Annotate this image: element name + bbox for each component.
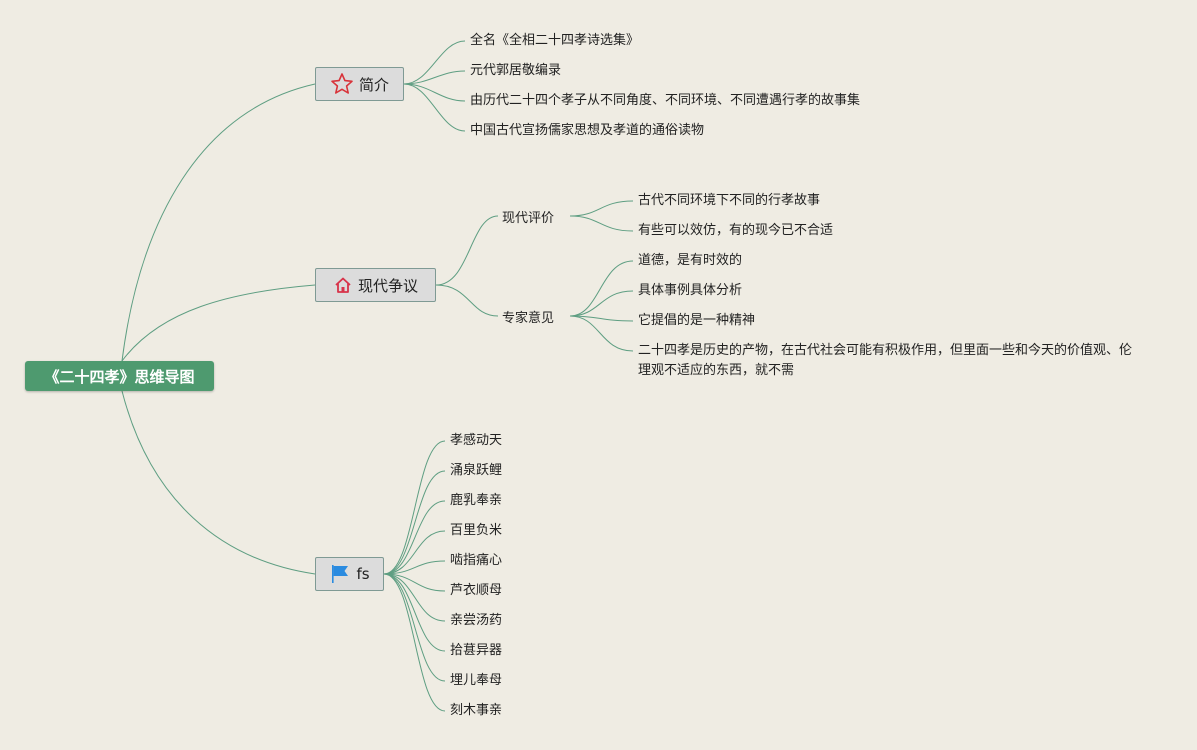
subtopic-evaluation[interactable]: 现代评价 [502, 207, 554, 226]
connector-experts-leaf-2 [569, 290, 634, 317]
subtopic-experts-label: 专家意见 [502, 311, 555, 326]
connector-intro-leaf-4 [403, 83, 466, 132]
branch-debate-label: 现代争议 [357, 276, 418, 295]
connector-experts-leaf-3 [569, 315, 634, 322]
connector-experts-leaf-4 [569, 315, 634, 352]
connector-evaluation-leaf-2 [569, 215, 634, 232]
leaf-intro-2[interactable]: 元代郭居敬编录 [470, 63, 562, 78]
leaf-fs-2[interactable]: 涌泉跃鲤 [450, 463, 503, 478]
leaf-evaluation-1[interactable]: 古代不同环境下不同的行孝故事 [638, 193, 821, 208]
leaf-intro-3[interactable]: 由历代二十四个孝子从不同角度、不同环境、不同遭遇行孝的故事集 [470, 93, 861, 108]
connector-fs-leaf-1 [383, 440, 446, 575]
branch-intro-label: 简介 [358, 75, 389, 94]
connector-fs-leaf-6 [383, 573, 446, 592]
connector-evaluation-leaf-1 [569, 200, 634, 217]
branch-intro[interactable]: 简介 [315, 67, 404, 101]
leaf-fs-4[interactable]: 百里负米 [450, 523, 503, 538]
connector-fs-leaf-10 [383, 573, 446, 712]
leaf-fs-3[interactable]: 鹿乳奉亲 [450, 493, 503, 508]
leaf-experts-4[interactable]: 二十四孝是历史的产物，在古代社会可能有积极作用，但里面一些和今天的价值观、伦理观… [638, 343, 1133, 378]
branch-fs-label: fs [356, 565, 370, 583]
connector-root-debate [121, 284, 316, 362]
leaf-fs-8[interactable]: 拾葚异器 [450, 643, 503, 658]
home-icon [333, 275, 353, 295]
leaf-fs-10[interactable]: 刻木事亲 [450, 703, 503, 718]
connector-fs-leaf-4 [383, 530, 446, 575]
branch-fs[interactable]: fs [315, 557, 384, 591]
connector-fs-leaf-5 [383, 560, 446, 575]
connector-root-intro [121, 83, 316, 362]
root-node[interactable]: 《二十四孝》思维导图 [25, 361, 214, 391]
subtopic-evaluation-label: 现代评价 [502, 211, 555, 226]
leaf-experts-2[interactable]: 具体事例具体分析 [638, 283, 743, 298]
leaf-evaluation-2[interactable]: 有些可以效仿，有的现今已不合适 [638, 223, 834, 238]
connector-experts-leaf-1 [569, 260, 634, 317]
star-icon [330, 72, 354, 96]
leaf-intro-1[interactable]: 全名《全相二十四孝诗选集》 [470, 33, 640, 48]
connector-debate-experts [435, 284, 499, 317]
leaf-experts-3[interactable]: 它提倡的是一种精神 [638, 313, 756, 328]
connector-fs-leaf-7 [383, 573, 446, 622]
flag-icon [329, 563, 351, 585]
leaf-fs-9[interactable]: 埋儿奉母 [450, 673, 503, 688]
connector-fs-leaf-8 [383, 573, 446, 652]
leaf-fs-6[interactable]: 芦衣顺母 [450, 583, 503, 598]
leaf-intro-4[interactable]: 中国古代宣扬儒家思想及孝道的通俗读物 [470, 123, 705, 138]
leaf-experts-1[interactable]: 道德，是有时效的 [638, 253, 743, 268]
connector-fs-leaf-2 [383, 470, 446, 575]
connector-root-fs [121, 390, 316, 575]
connector-intro-leaf-1 [403, 40, 466, 85]
leaf-fs-7[interactable]: 亲尝汤药 [450, 613, 503, 628]
leaf-fs-5[interactable]: 啮指痛心 [450, 553, 503, 568]
leaf-fs-1[interactable]: 孝感动天 [450, 433, 503, 448]
connector-fs-leaf-3 [383, 500, 446, 575]
connector-debate-evaluation [435, 215, 499, 286]
connector-intro-leaf-2 [403, 70, 466, 85]
subtopic-experts[interactable]: 专家意见 [502, 307, 554, 326]
connector-intro-leaf-3 [403, 83, 466, 102]
branch-debate[interactable]: 现代争议 [315, 268, 436, 302]
root-label: 《二十四孝》思维导图 [44, 367, 195, 386]
